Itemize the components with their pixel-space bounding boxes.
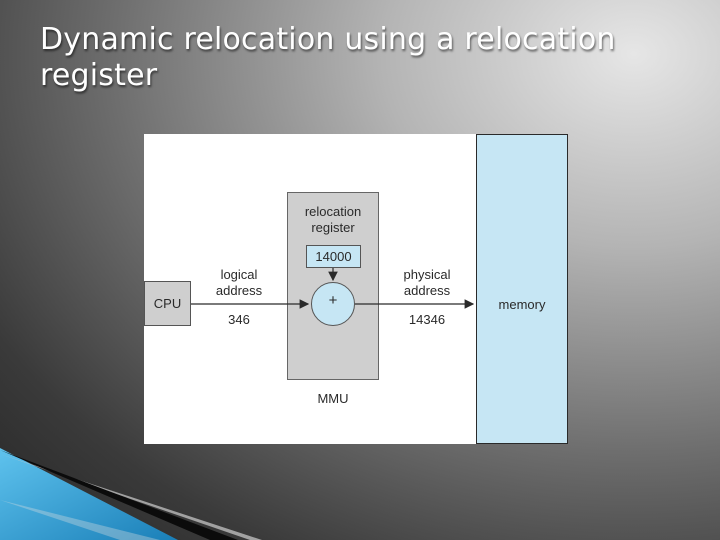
memory-label: memory [498,297,546,312]
blue-wedge [0,448,178,540]
physical-address-value: 14346 [408,312,446,327]
cpu-box [144,281,191,326]
grey-stripe-light [0,454,262,540]
logical-address-label-line2: address [215,283,263,298]
grey-stripe-soft [0,500,160,540]
relocation-register-label-line2: register [311,220,355,235]
memory-block [476,134,568,444]
relocation-register-value: 14000 [315,249,352,264]
logical-address-value: 346 [228,312,250,327]
black-stripe [0,450,238,540]
physical-address-label-line1: physical [403,267,451,282]
physical-address-label-line2: address [403,283,451,298]
adder-symbol: + [328,292,338,309]
slide-title: Dynamic relocation using a relocation re… [40,22,616,93]
relocation-register-box [306,245,361,268]
logical-address-label-line1: logical [220,267,258,282]
cpu-label: CPU [153,296,182,311]
mmu-label: MMU [317,391,349,406]
adder-circle [311,282,355,326]
relocation-register-label-line1: relocation [304,204,362,219]
